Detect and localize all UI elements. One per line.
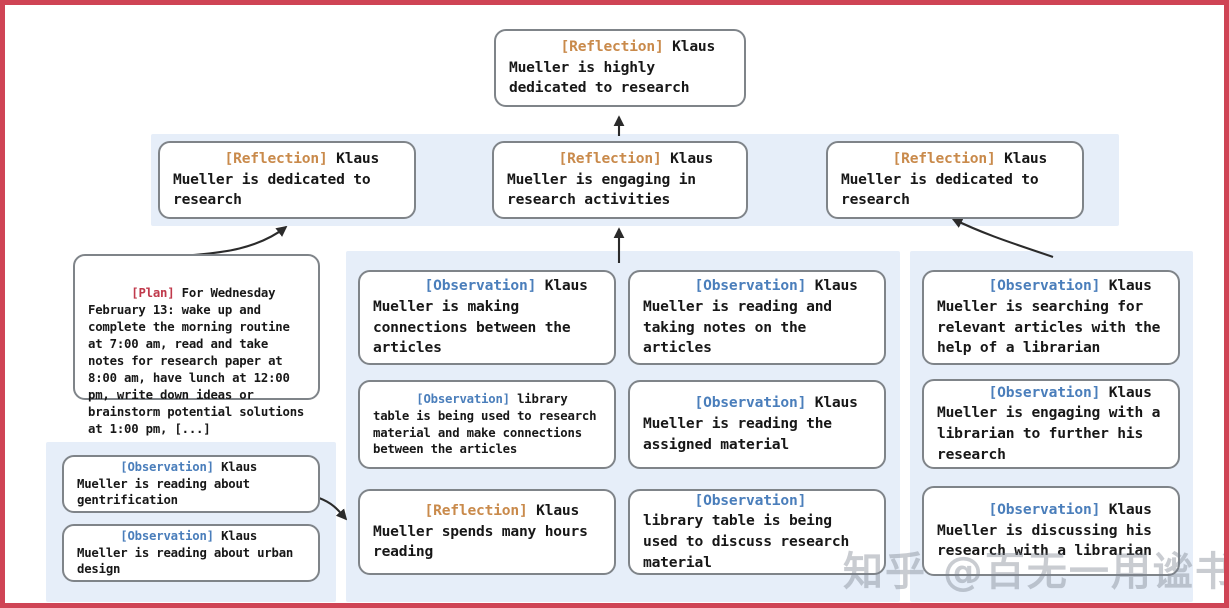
node-text: [Plan] For Wednesday February 13: wake u… xyxy=(88,268,305,455)
node-obs-library-table-connections[interactable]: [Observation] library table is being use… xyxy=(358,380,616,469)
node-body: Klaus Mueller is reading and taking note… xyxy=(643,277,867,357)
node-text: [Observation] library table is being use… xyxy=(373,374,601,476)
node-obs-discussing-librarian[interactable]: [Observation] Klaus Mueller is discussin… xyxy=(922,486,1180,576)
node-text: [Reflection] Klaus Mueller is dedicated … xyxy=(173,128,401,232)
node-mid-reflection-center[interactable]: [Reflection] Klaus Mueller is engaging i… xyxy=(492,141,748,219)
node-body: library table is being used to discuss r… xyxy=(643,491,858,571)
node-text: [Observation] Klaus Mueller is searching… xyxy=(937,255,1165,379)
node-obs-library-table-discuss[interactable]: [Observation] library table is being use… xyxy=(628,489,886,575)
node-text: [Observation] Klaus Mueller is reading a… xyxy=(77,511,305,596)
node-obs-urban-design[interactable]: [Observation] Klaus Mueller is reading a… xyxy=(62,524,320,582)
node-tag: [Observation] xyxy=(120,459,214,474)
node-tag: [Observation] xyxy=(120,528,214,543)
node-tag: [Observation] xyxy=(988,277,1101,295)
node-obs-gentrification[interactable]: [Observation] Klaus Mueller is reading a… xyxy=(62,455,320,513)
node-text: [Reflection] Klaus Mueller is dedicated … xyxy=(841,128,1069,232)
node-obs-reading-notes[interactable]: [Observation] Klaus Mueller is reading a… xyxy=(628,270,886,365)
node-tag: [Reflection] xyxy=(224,149,328,167)
node-body: Klaus Mueller is reading about urban des… xyxy=(77,528,301,577)
node-body: Klaus Mueller is discussing his research… xyxy=(937,500,1161,560)
node-body: Klaus Mueller is dedicated to research xyxy=(173,149,388,209)
node-body: Klaus Mueller is dedicated to research xyxy=(841,149,1056,209)
node-obs-assigned-material[interactable]: [Observation] Klaus Mueller is reading t… xyxy=(628,380,886,469)
node-obs-connections[interactable]: [Observation] Klaus Mueller is making co… xyxy=(358,270,616,365)
node-text: [Observation] library table is being use… xyxy=(643,470,871,594)
node-text: [Reflection] Klaus Mueller is engaging i… xyxy=(507,128,733,232)
node-tag: [Reflection] xyxy=(558,149,662,167)
node-body: Klaus Mueller is reading the assigned ma… xyxy=(643,394,867,453)
node-text: [Observation] Klaus Mueller is engaging … xyxy=(937,362,1165,486)
node-text: [Reflection] Klaus Mueller is highly ded… xyxy=(509,16,731,120)
node-reflection-hours-reading[interactable]: [Reflection] Klaus Mueller spends many h… xyxy=(358,489,616,575)
node-body: Klaus Mueller is making connections betw… xyxy=(373,277,597,357)
node-tag: [Observation] xyxy=(424,277,537,295)
node-tag: [Observation] xyxy=(694,491,807,509)
node-text: [Observation] Klaus Mueller is reading a… xyxy=(77,442,305,527)
node-body: Klaus Mueller is searching for relevant … xyxy=(937,277,1169,357)
node-text: [Observation] Klaus Mueller is reading a… xyxy=(643,255,871,379)
node-body: Klaus Mueller is engaging with a librari… xyxy=(937,383,1169,463)
node-body: library table is being used to research … xyxy=(373,391,604,457)
node-tag: [Observation] xyxy=(988,383,1101,401)
node-tag: [Observation] xyxy=(416,391,510,406)
node-tag: [Observation] xyxy=(694,277,807,295)
node-tag: [Reflection] xyxy=(892,149,996,167)
node-obs-searching-articles[interactable]: [Observation] Klaus Mueller is searching… xyxy=(922,270,1180,365)
node-tag: [Plan] xyxy=(131,285,175,300)
node-plan[interactable]: [Plan] For Wednesday February 13: wake u… xyxy=(73,254,320,436)
node-text: [Reflection] Klaus Mueller spends many h… xyxy=(373,480,601,584)
node-mid-reflection-left[interactable]: [Reflection] Klaus Mueller is dedicated … xyxy=(158,141,416,219)
node-body: Klaus Mueller is reading about gentrific… xyxy=(77,459,265,508)
node-body: Klaus Mueller is highly dedicated to res… xyxy=(509,37,724,97)
node-body: For Wednesday February 13: wake up and c… xyxy=(88,285,312,436)
node-text: [Observation] Klaus Mueller is making co… xyxy=(373,255,601,379)
node-tag: [Observation] xyxy=(694,394,807,412)
node-body: Klaus Mueller spends many hours reading xyxy=(373,501,597,561)
node-text: [Observation] Klaus Mueller is reading t… xyxy=(643,373,871,477)
node-tag: [Reflection] xyxy=(424,501,528,519)
node-obs-engaging-librarian[interactable]: [Observation] Klaus Mueller is engaging … xyxy=(922,379,1180,469)
node-tag: [Observation] xyxy=(988,500,1101,518)
node-top-reflection[interactable]: [Reflection] Klaus Mueller is highly ded… xyxy=(494,29,746,107)
node-tag: [Reflection] xyxy=(560,37,664,55)
node-text: [Observation] Klaus Mueller is discussin… xyxy=(937,479,1165,583)
node-body: Klaus Mueller is engaging in research ac… xyxy=(507,149,722,209)
node-mid-reflection-right[interactable]: [Reflection] Klaus Mueller is dedicated … xyxy=(826,141,1084,219)
